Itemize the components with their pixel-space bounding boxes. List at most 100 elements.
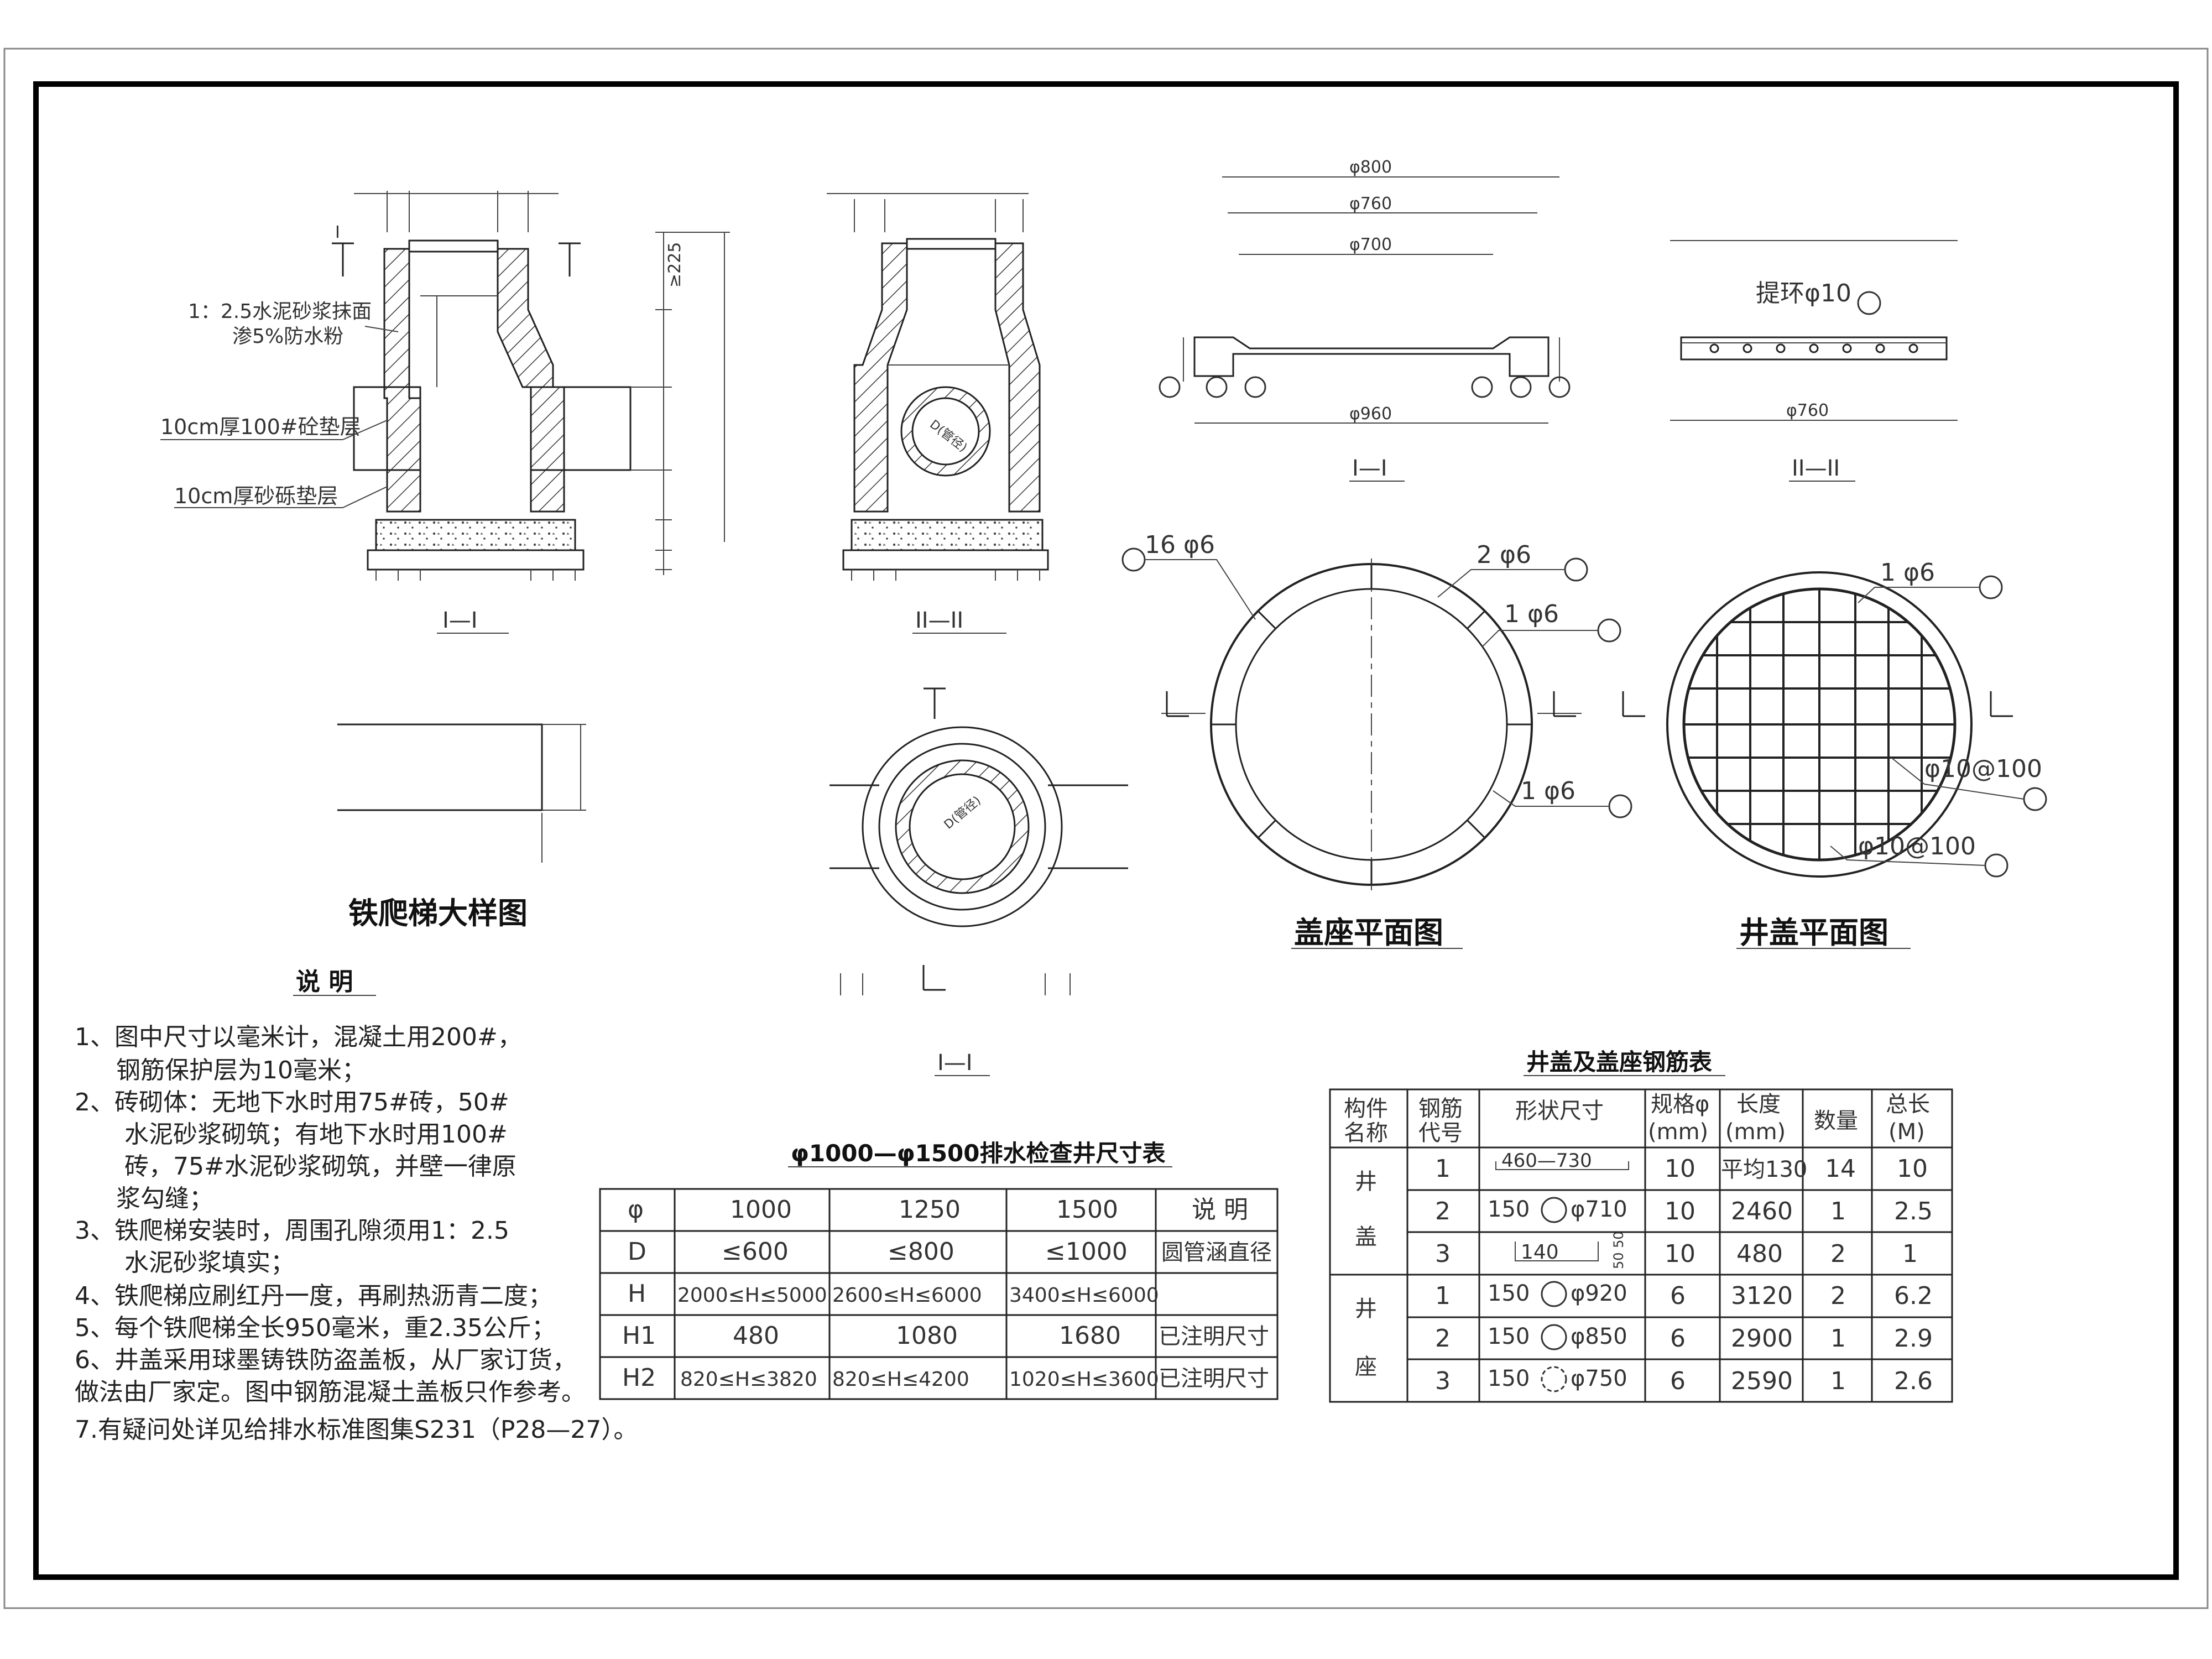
- note-line: 砖，75#水泥砂浆砌筑，并壁一律原: [124, 1152, 517, 1181]
- size-table-row: H1 480 1080 1680 已注明尺寸: [622, 1322, 1269, 1350]
- notes: 说 明 1、图中尺寸以毫米计，混凝土用200#， 钢筋保护层为10毫米； 2、砖…: [75, 968, 638, 1444]
- rebar-header-cell: 名称: [1344, 1120, 1388, 1146]
- size-cell: 1250: [899, 1196, 961, 1224]
- rebar-header-cell: 长度: [1736, 1092, 1781, 1117]
- rebar-cell: 1: [1435, 1282, 1451, 1310]
- size-cell: 820≤H≤4200: [832, 1368, 969, 1391]
- rebar-header-cell: (M): [1888, 1119, 1925, 1145]
- rebar-cell: 50 50: [1611, 1231, 1626, 1269]
- size-cell: 3400≤H≤6000: [1009, 1284, 1159, 1307]
- group-cover-label: 盖: [1355, 1224, 1377, 1250]
- rebar-cell: 6.2: [1894, 1282, 1933, 1310]
- size-cell: H2: [622, 1364, 656, 1392]
- rebar-row: 1 460—730 10 平均130 14 10: [1435, 1150, 1928, 1183]
- size-cell: 1020≤H≤3600: [1009, 1368, 1159, 1391]
- notes-heading: 说 明: [296, 968, 353, 996]
- rebar-cell: 150: [1488, 1324, 1530, 1349]
- rebar-cell: 1: [1902, 1240, 1918, 1268]
- seat-callout-1b: 1 φ6: [1521, 777, 1575, 805]
- note-line: 4、铁爬梯应刷红丹一度，再刷热沥青二度；: [75, 1282, 552, 1310]
- rebar-table-title: 井盖及盖座钢筋表: [1526, 1048, 1712, 1076]
- rebar-cell: 1: [1435, 1155, 1451, 1183]
- seat-section: φ800 φ760 φ700 φ960 I—I: [1159, 158, 1571, 482]
- callout-sand-cushion: 10cm厚砂砾垫层: [174, 484, 338, 508]
- manhole-section-2: D(管径) II—II: [827, 193, 1049, 634]
- rebar-cell: 14: [1825, 1155, 1856, 1183]
- rebar-cell: φ710: [1571, 1197, 1627, 1222]
- rebar-cell: 1: [1830, 1367, 1846, 1395]
- size-cell: ≤800: [888, 1238, 954, 1266]
- ladder-detail: 铁爬梯大样图: [337, 723, 586, 931]
- size-table-row: H 2000≤H≤5000 2600≤H≤6000 3400≤H≤6000: [628, 1280, 1159, 1308]
- rebar-header-cell: 钢筋: [1418, 1096, 1463, 1121]
- seat-plan: 16 φ6 2 φ6 1 φ6 1 φ6 盖座平面图: [1121, 531, 1632, 950]
- cover-grid-callout-2: φ10@100: [1858, 832, 1976, 860]
- rebar-cell: 3: [1435, 1240, 1451, 1268]
- size-table: φ1000—φ1500排水检查井尺寸表 φ 1000 1250 1500 说 明…: [599, 1140, 1279, 1400]
- dim-d800: φ800: [1349, 158, 1392, 177]
- rebar-cell: 10: [1665, 1197, 1695, 1225]
- callout-concrete-cushion: 10cm厚100#砼垫层: [160, 415, 361, 439]
- rebar-row: 3 150 φ750 6 2590 1 2.6: [1435, 1366, 1933, 1395]
- rebar-cell: 2: [1435, 1197, 1451, 1225]
- size-cell: 1080: [896, 1322, 958, 1350]
- size-cell: φ: [628, 1196, 644, 1224]
- section-mark-left: I: [335, 223, 340, 242]
- size-cell: 圆管涵直径: [1161, 1240, 1272, 1265]
- size-cell: 820≤H≤3820: [680, 1368, 817, 1391]
- group-seat-label: 井: [1355, 1296, 1377, 1322]
- rebar-row: 2 150 φ850 6 2900 1 2.9: [1435, 1324, 1933, 1353]
- seat-callout-2: 2 φ6: [1477, 541, 1531, 569]
- rebar-cell: φ750: [1571, 1366, 1627, 1391]
- rebar-cell: 460—730: [1501, 1150, 1592, 1172]
- dim-d700: φ700: [1349, 235, 1392, 254]
- section-label-plan: I—I: [937, 1050, 973, 1076]
- callout-plaster-1: 1：2.5水泥砂浆抹面: [188, 300, 372, 323]
- note-line: 水泥砂浆砌筑；有地下水时用100#: [124, 1120, 508, 1149]
- rebar-header-cell: (mm): [1725, 1119, 1786, 1145]
- size-cell: ≤1000: [1045, 1238, 1128, 1266]
- rebar-cell: 10: [1665, 1240, 1695, 1268]
- size-cell: 已注明尺寸: [1159, 1324, 1269, 1349]
- rebar-cell: 2460: [1731, 1197, 1793, 1225]
- rebar-row: 2 150 φ710 10 2460 1 2.5: [1435, 1197, 1933, 1225]
- callout-plaster-2: 渗5%防水粉: [232, 325, 343, 348]
- rebar-cell: 1: [1830, 1324, 1846, 1353]
- inner-border: [33, 81, 2179, 1580]
- size-cell: 1000: [730, 1196, 792, 1224]
- rebar-cell: φ920: [1571, 1281, 1627, 1306]
- seat-callout-1a: 1 φ6: [1504, 600, 1559, 628]
- rebar-header-cell: 构件: [1344, 1096, 1388, 1121]
- rebar-cell: 2: [1435, 1324, 1451, 1353]
- rebar-header-cell: 规格φ: [1651, 1092, 1709, 1117]
- lift-ring-label: 提环φ10: [1756, 279, 1851, 307]
- size-cell: 说 明: [1192, 1196, 1248, 1224]
- section-label-cover: II—II: [1792, 456, 1840, 481]
- size-cell: 480: [733, 1322, 779, 1350]
- cover-plan: 1 φ6 φ10@100 φ10@100 井盖平面图: [1622, 559, 2047, 950]
- rebar-cell: 2: [1830, 1282, 1846, 1310]
- rebar-cell: 6: [1670, 1324, 1686, 1353]
- rebar-cell: 10: [1897, 1155, 1928, 1183]
- rebar-cell: 3: [1435, 1367, 1451, 1395]
- dim-d960: φ960: [1349, 404, 1392, 424]
- rebar-row: 1 150 φ920 6 3120 2 6.2: [1435, 1281, 1933, 1310]
- size-cell: H1: [622, 1322, 656, 1350]
- size-table-title: φ1000—φ1500排水检查井尺寸表: [791, 1140, 1166, 1167]
- rebar-table: 井盖及盖座钢筋表 构件 名称 钢筋 代号 形状尺寸 规格φ (mm) 长度 (m…: [1329, 1048, 1953, 1403]
- group-seat-label: 座: [1355, 1354, 1377, 1380]
- ladder-title: 铁爬梯大样图: [348, 896, 528, 931]
- rebar-cell: 2900: [1731, 1324, 1793, 1353]
- size-cell: 已注明尺寸: [1159, 1366, 1269, 1391]
- group-cover-label: 井: [1355, 1169, 1377, 1194]
- rebar-header-cell: 总长: [1886, 1092, 1930, 1117]
- size-cell: 1680: [1059, 1322, 1121, 1350]
- cover-grid-callout-1: φ10@100: [1924, 755, 2042, 783]
- note-line: 2、砖砌体：无地下水时用75#砖，50#: [75, 1088, 509, 1117]
- rebar-cell: 2.9: [1894, 1324, 1933, 1353]
- rebar-cell: 140: [1521, 1241, 1559, 1264]
- manhole-section-1: I ≥225 I—I: [332, 191, 730, 634]
- rebar-cell: 150: [1488, 1197, 1530, 1222]
- seat-ring-ticks: [1211, 564, 1532, 885]
